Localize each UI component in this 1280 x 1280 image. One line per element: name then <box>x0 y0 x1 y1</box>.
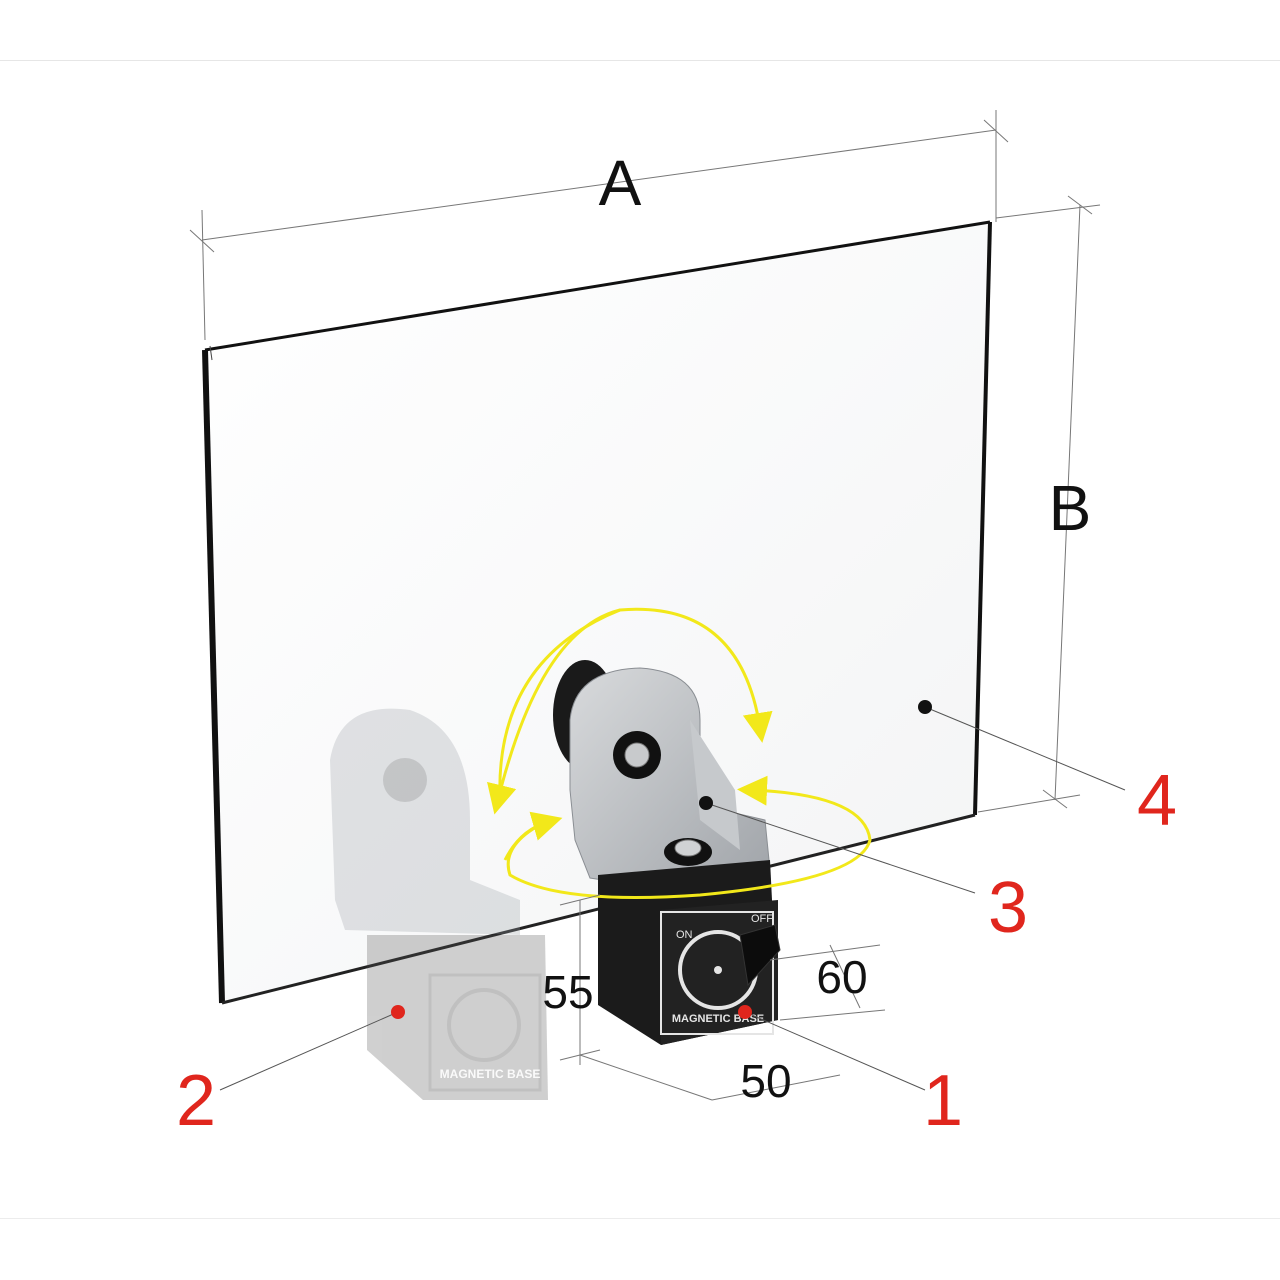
acrylic-panel <box>202 220 992 1005</box>
callout-2-label: 2 <box>176 1061 216 1141</box>
callout-3-label: 3 <box>988 868 1028 948</box>
dimension-b-label: B <box>1049 472 1092 544</box>
base-switch-on: ON <box>676 929 693 941</box>
callout-3-dot <box>699 796 713 810</box>
dimension-55-label: 55 <box>542 966 593 1018</box>
dimension-50-label: 50 <box>740 1055 791 1107</box>
base-dimensions <box>559 894 886 1101</box>
callout-2-dot <box>391 1005 405 1019</box>
knob-icon <box>714 966 722 974</box>
dimension-b <box>977 195 1101 813</box>
callout-4-dot <box>918 700 932 714</box>
dimension-a <box>189 110 1009 341</box>
callout-4-label: 4 <box>1137 761 1177 841</box>
dimension-60-label: 60 <box>816 951 867 1003</box>
swivel-bracket <box>553 660 771 896</box>
bottom-divider <box>0 1218 1280 1219</box>
curved-arrow-icon <box>503 811 563 861</box>
magnetic-base <box>598 860 781 1045</box>
dimension-a-label: A <box>599 147 642 219</box>
ghost-mount <box>330 708 548 1100</box>
ghost-base-label: MAGNETIC BASE <box>440 1067 541 1081</box>
callout-1-dot <box>738 1005 752 1019</box>
top-divider <box>0 60 1280 61</box>
callout-1-label: 1 <box>923 1061 963 1141</box>
callout-leaders <box>219 706 1126 1091</box>
base-switch-off: OFF <box>751 913 773 925</box>
curved-arrow-icon <box>487 607 872 899</box>
